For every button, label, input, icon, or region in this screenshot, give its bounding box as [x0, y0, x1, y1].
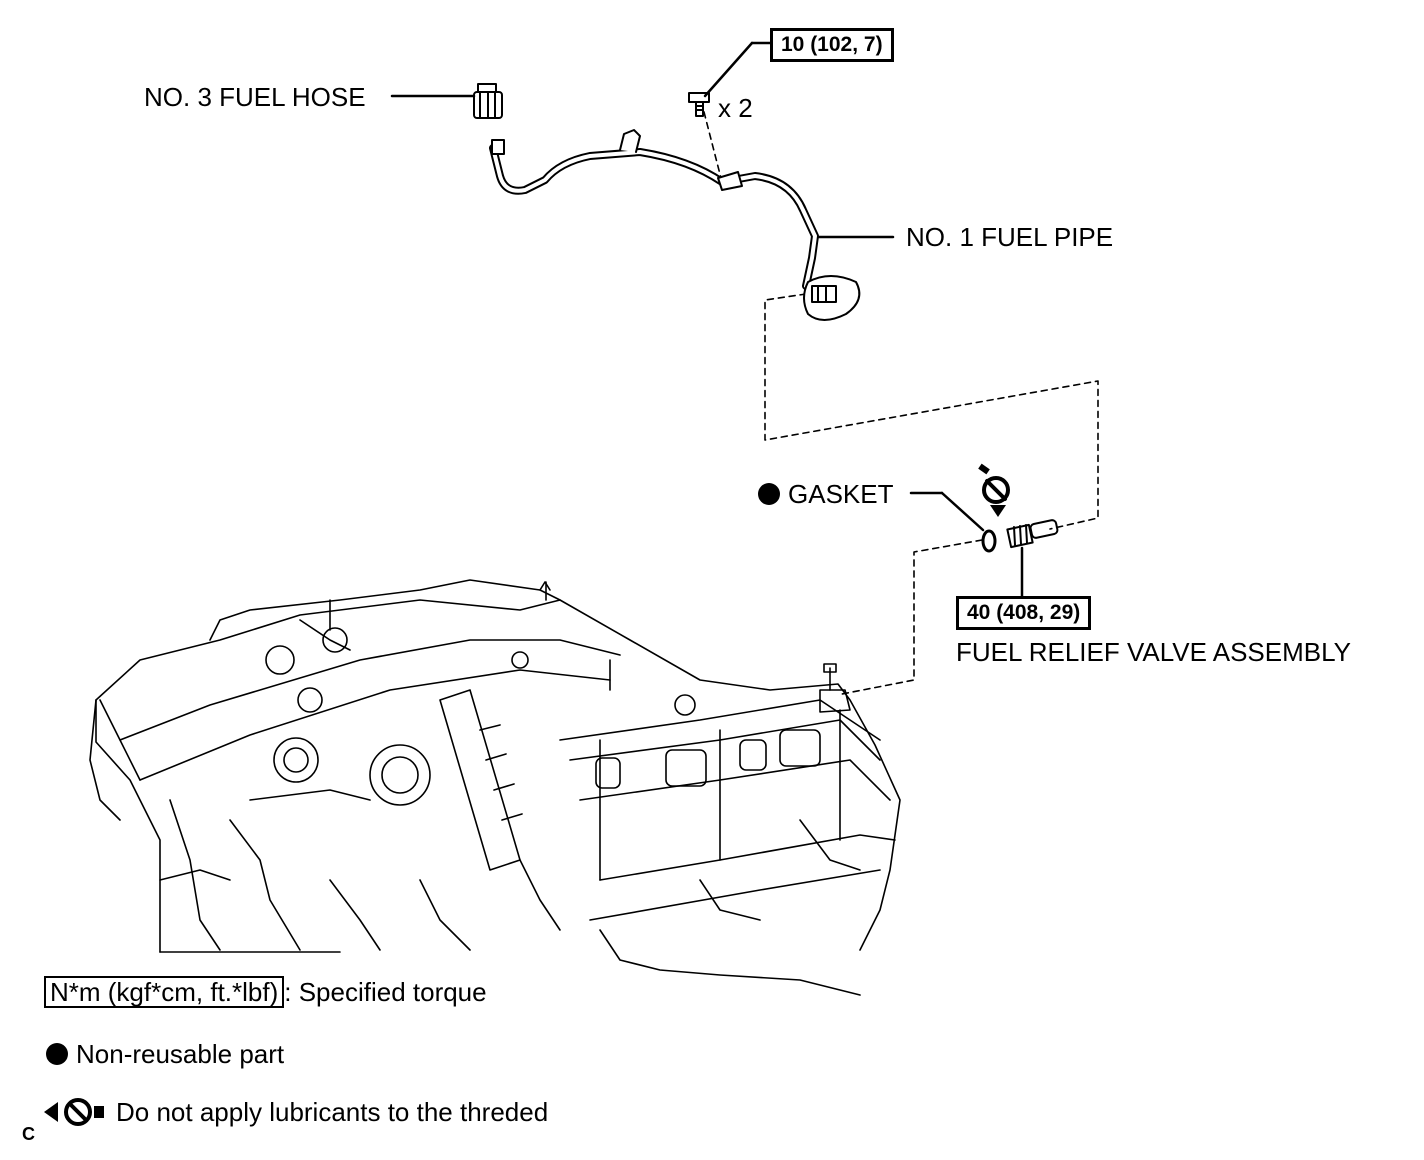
legend-nonreusable: Non-reusable part [46, 1041, 284, 1067]
bolt-count-label: x 2 [718, 93, 753, 123]
gasket-label-group: GASKET [758, 481, 893, 507]
legend-torque-box: N*m (kgf*cm, ft.*lbf) [44, 976, 285, 1008]
legend-no-lubricant-icon [44, 1098, 104, 1126]
gasket-label: GASKET [788, 479, 894, 509]
nonreusable-dot-icon [758, 483, 780, 505]
bolt-torque-box: 10 (102, 7) [770, 28, 894, 62]
relief-valve-torque-box: 40 (408, 29) [956, 596, 1092, 630]
assembly-guide-lines [703, 111, 1099, 695]
fuel-relief-valve-icon [1006, 519, 1059, 549]
engine-assembly-illustration [89, 579, 901, 996]
fuel-pipe-shape [489, 129, 861, 321]
relief-valve-label: FUEL RELIEF VALVE ASSEMBLY [956, 637, 1351, 667]
legend-no-lubricant: Do not apply lubricants to the threded [116, 1099, 548, 1125]
legend-torque: N*m (kgf*cm, ft.*lbf) : Specified torque [44, 976, 487, 1008]
fuel-hose-connector-icon [473, 83, 503, 119]
gasket-icon [981, 529, 997, 553]
fuel-hose-label: NO. 3 FUEL HOSE [144, 82, 366, 112]
legend-torque-text: : Specified torque [284, 977, 487, 1007]
fuel-pipe-label: NO. 1 FUEL PIPE [906, 222, 1114, 252]
no-lubricant-icon [978, 463, 1010, 517]
legend-nonreusable-icon [46, 1043, 68, 1065]
bolt-icon [688, 92, 710, 117]
corner-mark: C [22, 1124, 35, 1144]
leader-lines [390, 41, 1024, 600]
legend-no-lubricant-text: Do not apply lubricants to the threded [116, 1097, 549, 1127]
legend-nonreusable-text: Non-reusable part [76, 1039, 285, 1069]
